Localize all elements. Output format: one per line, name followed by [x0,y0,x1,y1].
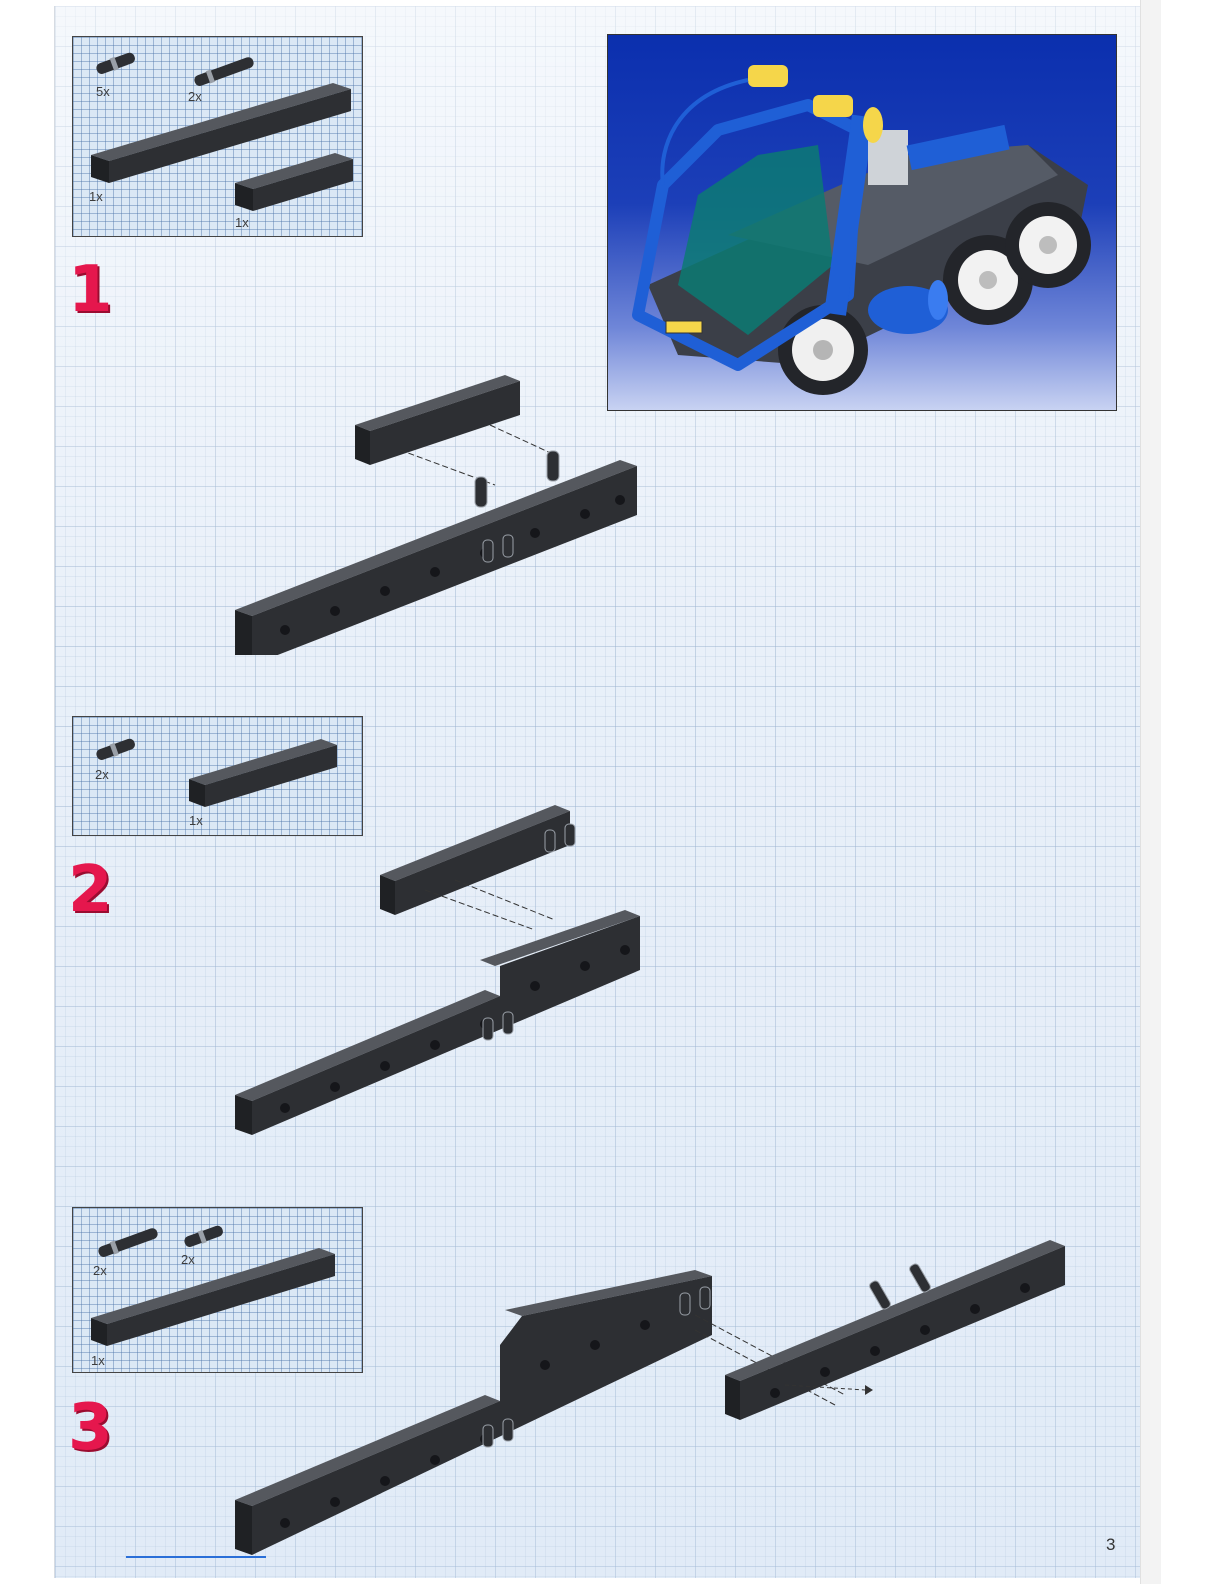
part-qty-beam: 1x [189,813,203,828]
part-qty-pin-short: 5x [96,84,110,99]
truck-illustration [608,35,1117,411]
part-qty-pin: 2x [95,767,109,782]
part-qty-beam-short: 1x [235,215,249,230]
part-qty-pin-long: 2x [188,89,202,104]
bottom-rule [126,1556,266,1558]
part-qty-beam: 1x [91,1353,105,1368]
assembly-illustration-step-2 [225,790,685,1150]
parts-illustration-step-1 [73,37,364,238]
page-edge [1140,0,1161,1584]
part-qty-pin-short: 2x [181,1252,195,1267]
assembly-illustration-step-1 [225,365,685,655]
parts-list-step-1: 5x 2x 1x 1x [72,36,363,237]
part-qty-beam-long: 1x [89,189,103,204]
model-photo [607,34,1117,411]
page-number: 3 [1106,1535,1115,1555]
step-number-2: 2 [68,858,113,922]
part-qty-pin-long: 2x [93,1263,107,1278]
assembly-illustration-step-3 [225,1235,1075,1555]
step-number-1: 1 [68,258,113,322]
step-number-3: 3 [68,1396,113,1460]
